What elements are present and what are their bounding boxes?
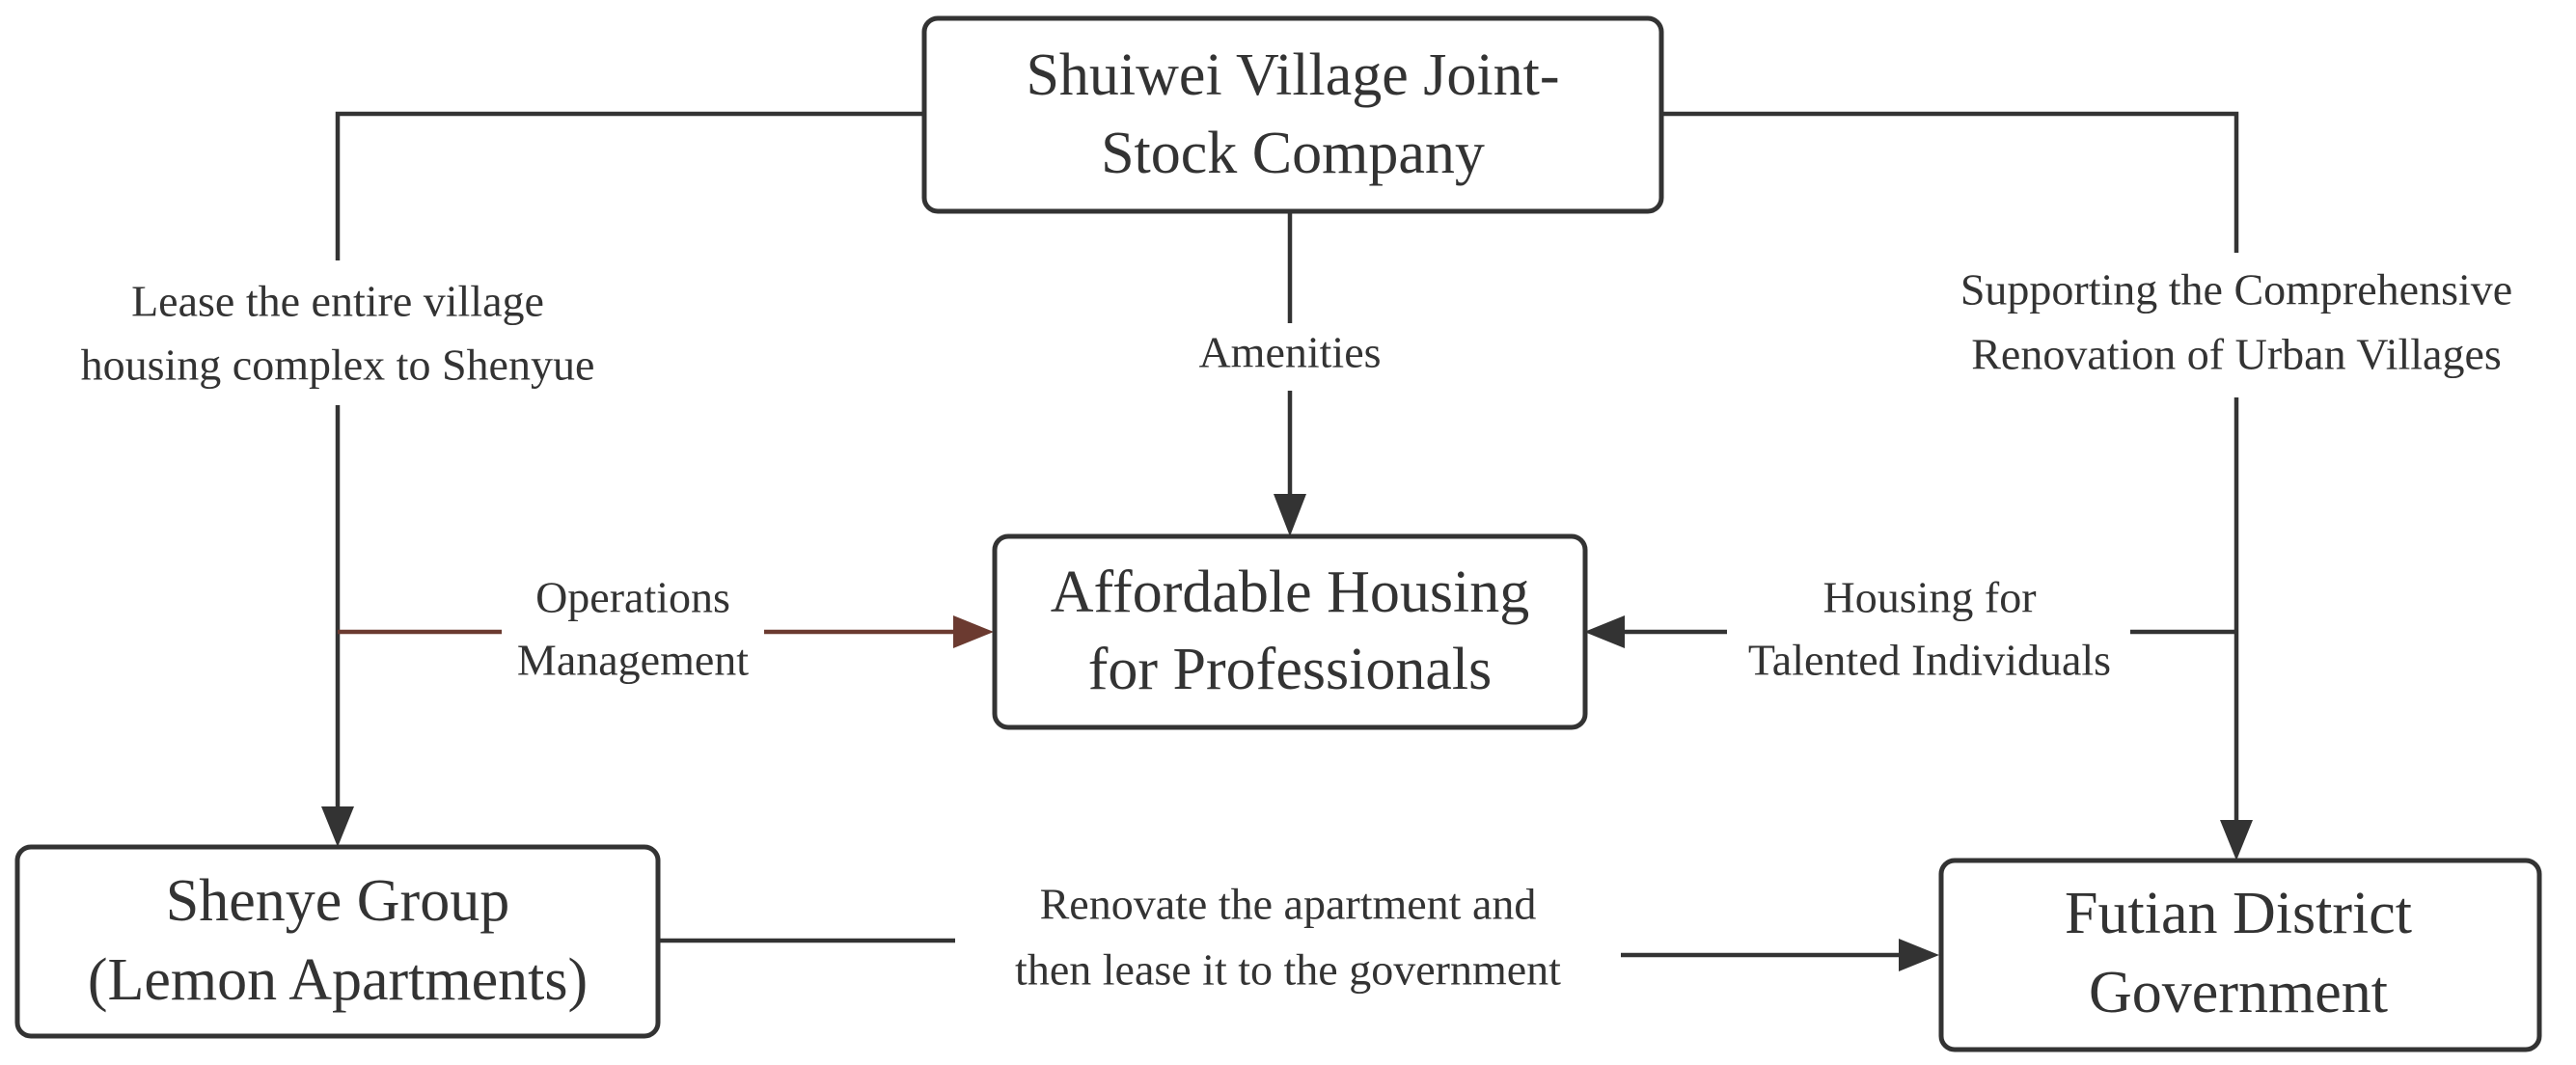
edge-label-housing-line1: Housing for [1822, 573, 2036, 622]
node-shuiwei-village: Shuiwei Village Joint- Stock Company [921, 15, 1664, 214]
edge-label-renovate-line1: Renovate the apartment and [1040, 880, 1537, 929]
node-shenye-line1: Shenye Group [166, 868, 509, 934]
arrowhead-shenye [321, 806, 354, 847]
node-futian-government: Futian District Government [1938, 858, 2542, 1052]
edge-label-lease-line2: housing complex to Shenyue [81, 341, 595, 390]
arrowhead-affordable-top [1274, 494, 1306, 536]
node-affordable-line2: for Professionals [1088, 637, 1492, 702]
node-affordable-housing: Affordable Housing for Professionals [992, 533, 1588, 730]
edge-label-amenities-line1: Amenities [1198, 328, 1381, 377]
node-shenye-line2: (Lemon Apartments) [88, 947, 588, 1013]
edge-shuiwei-to-futian [1661, 111, 2239, 826]
node-shenye-group: Shenye Group (Lemon Apartments) [14, 844, 661, 1039]
edge-label-supporting-line1: Supporting the Comprehensive [1960, 265, 2512, 314]
node-futian-line2: Government [2089, 960, 2388, 1025]
node-futian-line1: Futian District [2065, 881, 2412, 946]
node-affordable-line1: Affordable Housing [1051, 560, 1529, 625]
arrowhead-affordable-left [953, 615, 994, 648]
edge-label-renovate-line2: then lease it to the government [1015, 945, 1561, 995]
arrowhead-futian-left [1899, 939, 1939, 971]
node-shuiwei-line2: Stock Company [1101, 121, 1485, 186]
edge-label-housing: Housing for Talented Individuals [1727, 573, 2130, 693]
arrowhead-affordable-right [1584, 615, 1625, 648]
edge-label-operations-line1: Operations [535, 573, 730, 622]
edge-label-supporting-line2: Renovation of Urban Villages [1971, 330, 2502, 379]
edge-label-amenities: Amenities [1167, 323, 1412, 391]
edge-shuiwei-to-shenye [335, 111, 924, 812]
node-shuiwei-line1: Shuiwei Village Joint- [1026, 42, 1559, 108]
edge-label-housing-line2: Talented Individuals [1748, 636, 2111, 685]
edge-label-supporting: Supporting the Comprehensive Renovation … [1897, 253, 2576, 397]
edge-label-lease-line1: Lease the entire village [131, 277, 544, 326]
arrowhead-futian-top [2220, 820, 2253, 860]
edge-label-renovate: Renovate the apartment and then lease it… [955, 880, 1621, 1005]
edge-label-operations-line2: Management [517, 636, 749, 685]
edge-label-lease: Lease the entire village housing complex… [10, 260, 666, 405]
edge-label-operations: Operations Management [502, 573, 764, 693]
